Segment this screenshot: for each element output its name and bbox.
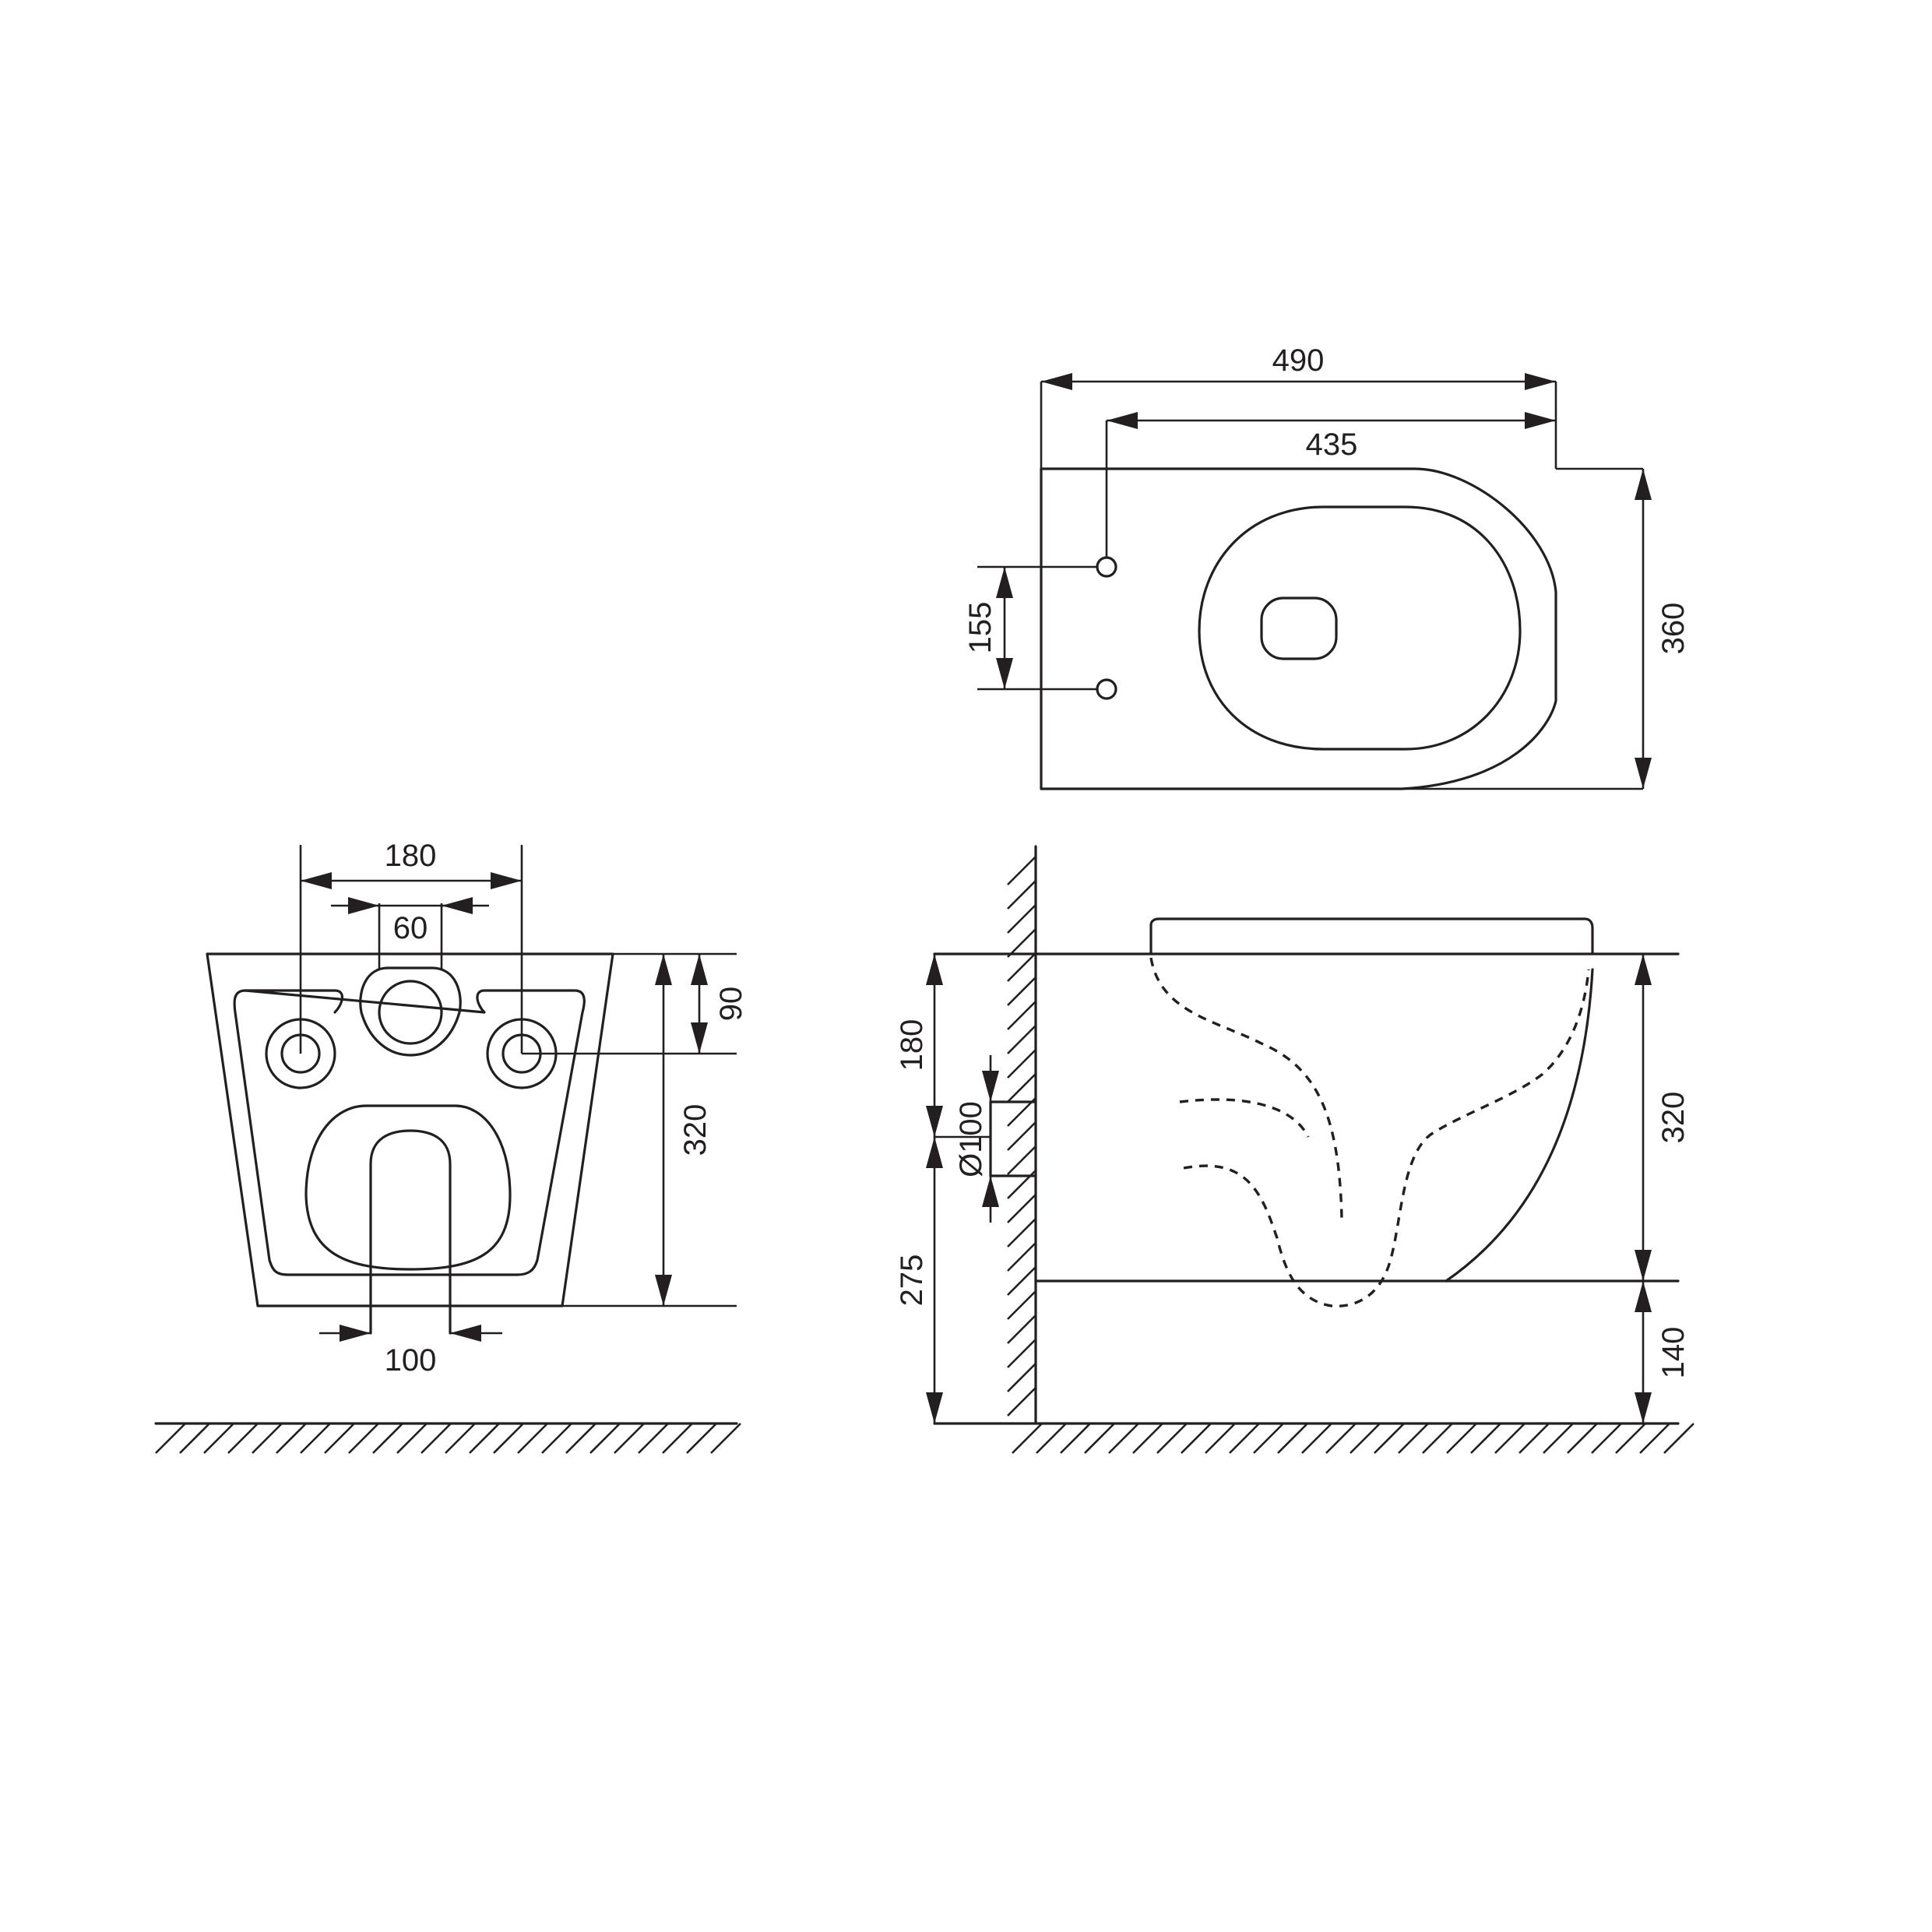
dim-side-underside-height: 140 bbox=[1635, 1281, 1691, 1423]
trapway-hidden-line bbox=[1183, 969, 1590, 1307]
trapway-hidden-line bbox=[1179, 1098, 1310, 1138]
dim-label-diameter-100: Ø100 bbox=[954, 1101, 988, 1177]
side-view-wall bbox=[1007, 845, 1037, 1425]
dim-label-320-side: 320 bbox=[1656, 1092, 1691, 1144]
dim-label-180-side: 180 bbox=[895, 1019, 929, 1072]
side-view-seat bbox=[1149, 917, 1594, 955]
dim-inlet-width: 60 bbox=[331, 897, 489, 945]
dim-inlet-height: 90 bbox=[691, 954, 748, 1054]
dim-label-490: 490 bbox=[1272, 343, 1325, 378]
dim-side-outlet-height: 180 bbox=[895, 954, 943, 1137]
dim-outlet-diameter: Ø100 bbox=[954, 1055, 999, 1223]
dim-fixing-spacing-top: 155 bbox=[963, 567, 1013, 689]
top-view-drain bbox=[1260, 596, 1338, 660]
dim-label-100: 100 bbox=[385, 1343, 437, 1378]
dim-front-height: 320 bbox=[655, 954, 713, 1306]
top-view: 490 435 155 360 bbox=[963, 343, 1691, 790]
dim-side-bottom-height: 275 bbox=[895, 1137, 943, 1423]
dim-label-90: 90 bbox=[714, 987, 748, 1022]
side-view-floor bbox=[933, 1422, 1694, 1454]
dim-outlet-width: 100 bbox=[319, 1325, 502, 1378]
dim-label-140: 140 bbox=[1656, 1327, 1691, 1379]
dim-label-275: 275 bbox=[895, 1255, 929, 1307]
dim-front-fixing-spacing: 180 bbox=[301, 839, 522, 889]
front-view-inlet-ring bbox=[359, 966, 462, 1057]
dim-label-60: 60 bbox=[393, 911, 428, 945]
front-view-bowl bbox=[304, 1104, 512, 1271]
dim-label-435: 435 bbox=[1306, 428, 1358, 462]
dim-side-bowl-height: 320 bbox=[1635, 954, 1691, 1281]
top-view-bowl-rim bbox=[1198, 505, 1522, 751]
front-view-inlet bbox=[378, 980, 443, 1045]
fixing-hole-bottom bbox=[1096, 678, 1117, 700]
dim-label-155: 155 bbox=[963, 602, 998, 654]
dim-overall-length: 490 bbox=[1041, 343, 1556, 390]
dim-width: 360 bbox=[1635, 469, 1691, 789]
front-view-floor bbox=[154, 1422, 741, 1454]
side-view-front-profile bbox=[1445, 968, 1594, 1283]
front-view: 180 60 90 320 bbox=[154, 839, 748, 1454]
dim-label-360: 360 bbox=[1656, 603, 1691, 655]
side-view: 180 Ø100 275 320 140 bbox=[895, 845, 1694, 1454]
fixing-hole-top bbox=[1096, 556, 1117, 578]
top-view-outline bbox=[1040, 467, 1557, 790]
dim-label-320-front: 320 bbox=[678, 1104, 713, 1156]
dim-label-180-front: 180 bbox=[385, 839, 437, 873]
front-view-outlet bbox=[369, 1129, 452, 1335]
side-view-outlet-pipe bbox=[989, 1100, 1037, 1177]
front-view-inner-outline bbox=[233, 989, 586, 1276]
trapway-hidden-line bbox=[1149, 957, 1343, 1219]
dim-fixing-to-front: 435 bbox=[1107, 412, 1556, 462]
